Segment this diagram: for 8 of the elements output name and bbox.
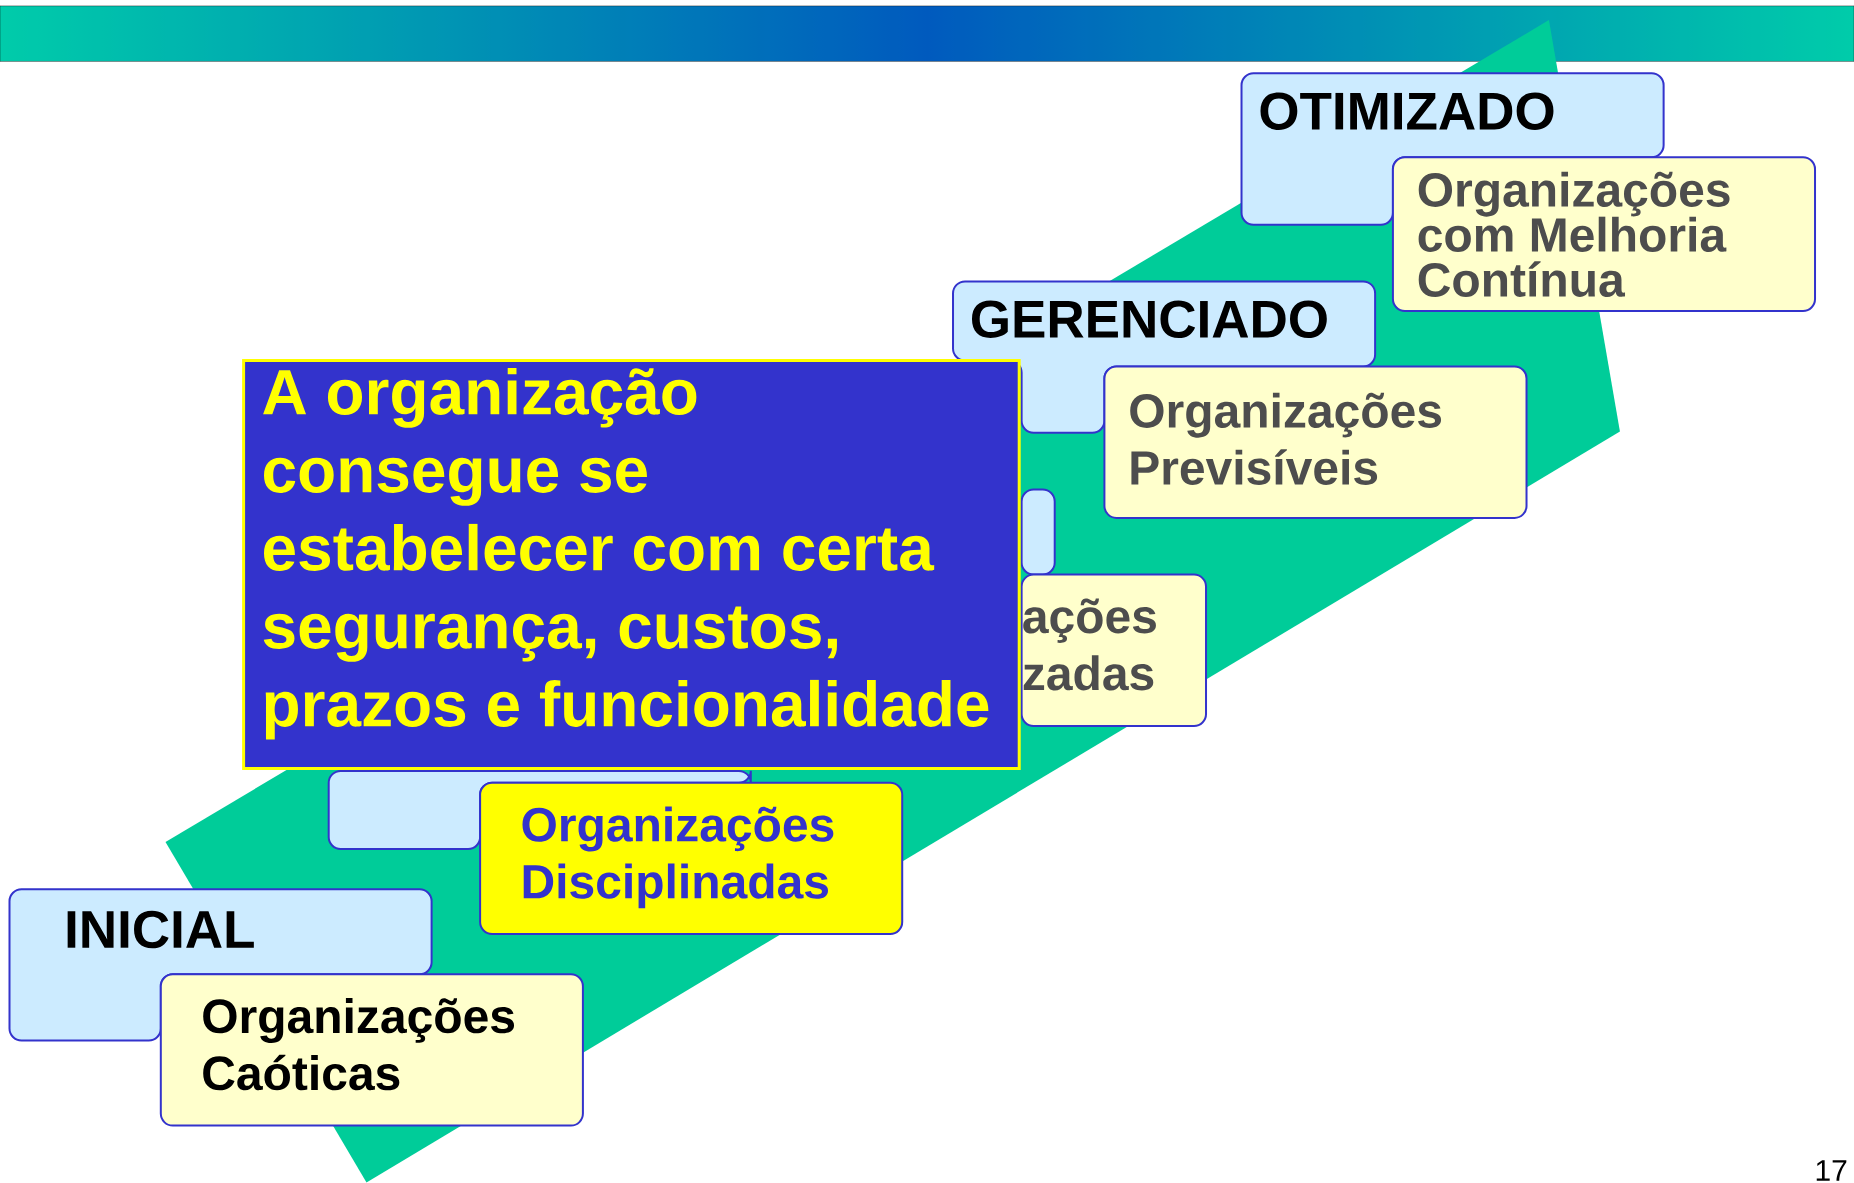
level-box [1020, 488, 1056, 576]
description-box: Organizações Disciplinadas [479, 781, 904, 936]
description-box: Organizações com Melhoria Contínua [1391, 156, 1817, 312]
page-number: 17 [1816, 1160, 1847, 1181]
callout-box: A organização consegue se estabelecer com certa segurança, custos, prazos e funcionalidade [242, 359, 1021, 771]
description-box: Organizações Previsíveis [1103, 365, 1528, 519]
description-box: Organizações Caóticas [159, 973, 584, 1127]
description-box: ações zadas [1020, 573, 1207, 727]
